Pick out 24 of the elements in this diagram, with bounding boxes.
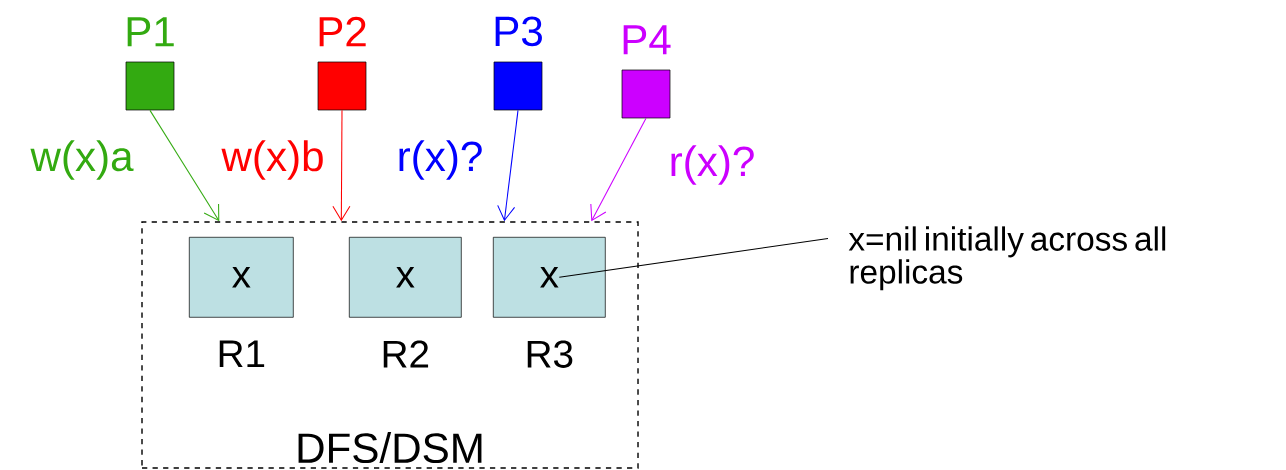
edge-label: w(x)a	[30, 140, 134, 180]
replica-box: x R2	[348, 236, 462, 368]
node-label: P4	[623, 25, 671, 55]
edge-label: w(x)b	[221, 140, 323, 180]
arrow	[590, 117, 647, 222]
process-square: P4	[621, 25, 671, 119]
node-label: P3	[495, 16, 542, 47]
node-label: P2	[319, 16, 366, 47]
leader-line	[558, 237, 829, 278]
arrow	[149, 109, 220, 222]
arrow	[332, 109, 351, 222]
node-label: P1	[127, 17, 174, 47]
process-square: P1	[125, 17, 175, 111]
node-label: R3	[527, 340, 573, 368]
replica-box: x R1	[188, 236, 294, 368]
process-square: P3	[493, 16, 543, 111]
edge-label: r(x)?	[399, 140, 482, 180]
edge-label: r(x)?	[671, 145, 754, 185]
process-square: P2	[317, 16, 367, 111]
arrow	[497, 109, 519, 222]
note-text: x=nil initially across all replicas	[848, 226, 1166, 291]
node-label: R2	[383, 340, 429, 368]
node-label: R1	[219, 340, 265, 368]
replica-box: x R3	[492, 236, 606, 368]
